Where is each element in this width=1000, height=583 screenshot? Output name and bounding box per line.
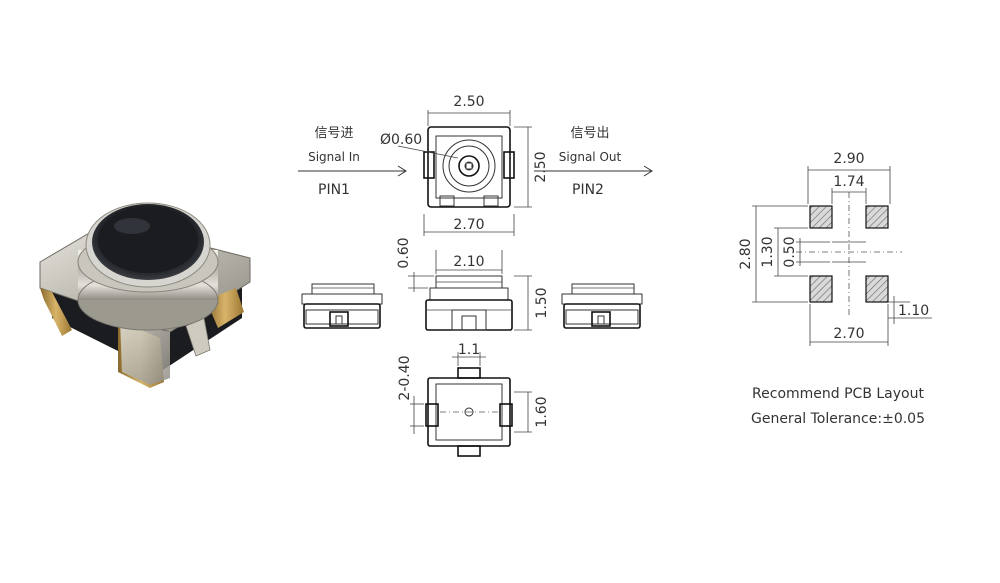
connector-photo — [39, 202, 251, 388]
front-view-width-dim: 2.10 — [453, 254, 484, 270]
pcb-pad-dim: 1.10 — [898, 303, 929, 319]
tolerance-caption: General Tolerance:±0.05 — [751, 411, 925, 427]
bottom-view: 1.1 2-0.40 1.60 — [397, 342, 550, 457]
left-side-view — [301, 283, 383, 329]
front-view-height-dim: 1.50 — [534, 287, 550, 318]
pcb-overall-width-dim: 2.90 — [833, 151, 864, 167]
pin2-label: PIN2 — [572, 182, 604, 198]
pcb-center-gap-dim: 0.50 — [782, 236, 798, 267]
top-view-width-dim: 2.50 — [453, 94, 484, 110]
top-view: 2.50 2.50 2.70 Ø0.60 — [380, 94, 549, 236]
hole-diameter-dim: Ø0.60 — [380, 132, 422, 148]
front-view-top-height-dim: 0.60 — [396, 237, 412, 268]
right-side-view — [561, 283, 643, 329]
bottom-view-width-dim: 1.1 — [458, 342, 480, 358]
top-view-bottom-dim: 2.70 — [453, 217, 484, 233]
bottom-view-height-dim: 1.60 — [534, 396, 550, 427]
pcb-inner-height-dim: 1.30 — [760, 236, 776, 267]
front-view: 2.10 0.60 1.50 — [396, 237, 550, 331]
pcb-bottom-width-dim: 2.70 — [833, 326, 864, 342]
signal-out-cn-label: 信号出 — [570, 126, 609, 141]
pcb-layout: 2.90 1.74 2.80 1.30 0.50 1.10 2.70 Recom… — [738, 151, 932, 427]
top-view-height-dim: 2.50 — [533, 151, 549, 182]
signal-in-cn-label: 信号进 — [314, 126, 353, 141]
signal-out-annotation: 信号出 Signal Out PIN2 — [534, 126, 653, 198]
pcb-layout-caption: Recommend PCB Layout — [752, 386, 924, 402]
signal-in-label: Signal In — [308, 150, 360, 164]
bottom-view-pad-dim: 2-0.40 — [397, 355, 413, 400]
signal-in-annotation: 信号进 Signal In PIN1 — [298, 126, 407, 198]
signal-out-label: Signal Out — [559, 150, 622, 164]
pcb-inner-width-dim: 1.74 — [833, 174, 864, 190]
pin1-label: PIN1 — [318, 182, 350, 198]
pcb-overall-height-dim: 2.80 — [738, 238, 754, 269]
